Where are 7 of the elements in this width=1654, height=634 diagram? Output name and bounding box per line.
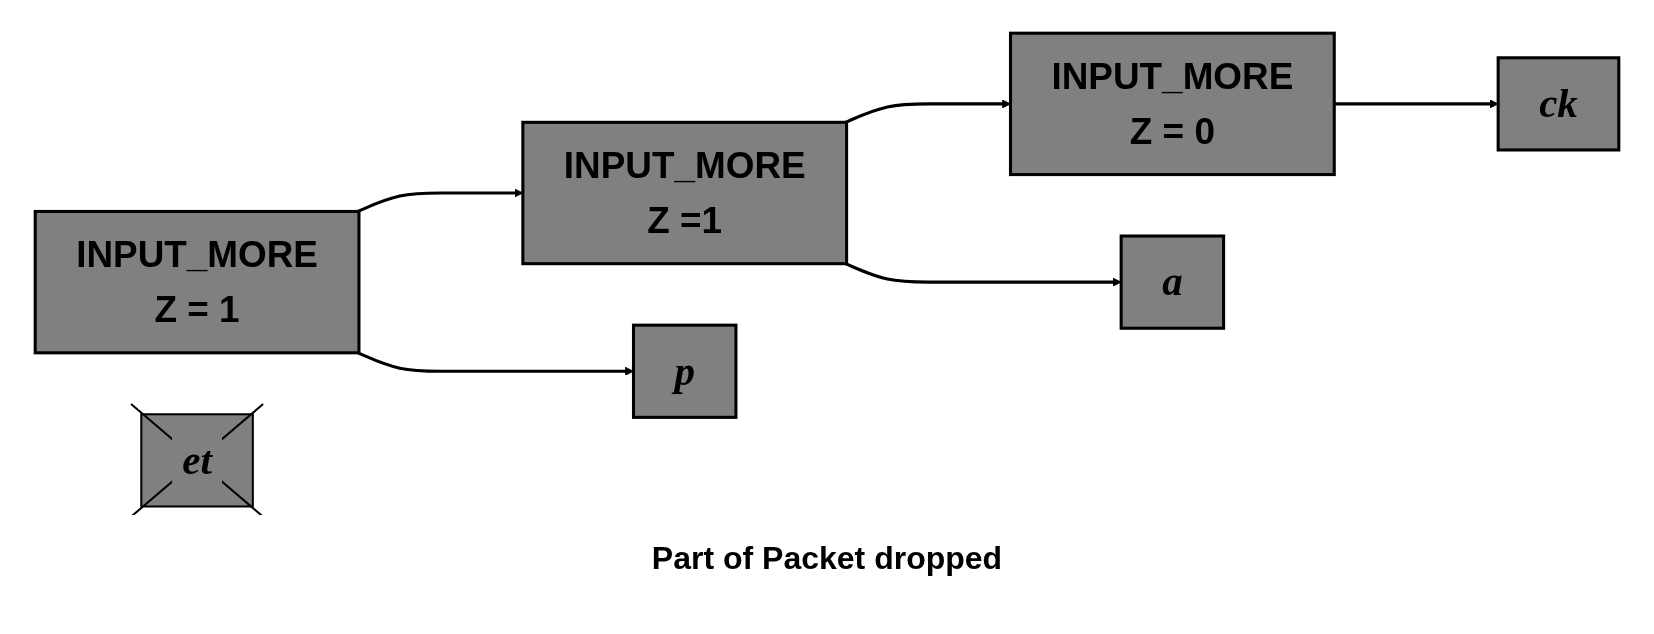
node-box: ck [1496, 56, 1621, 152]
node-box: INPUT_MORE Z =1 [521, 120, 849, 266]
node-box: p [631, 323, 738, 420]
node-box: INPUT_MORE Z = 0 [1008, 31, 1336, 177]
note-text: Part of Packet dropped [651, 540, 1003, 577]
node-box: a [1119, 234, 1226, 330]
node-box: INPUT_MORE Z = 1 [33, 210, 361, 355]
